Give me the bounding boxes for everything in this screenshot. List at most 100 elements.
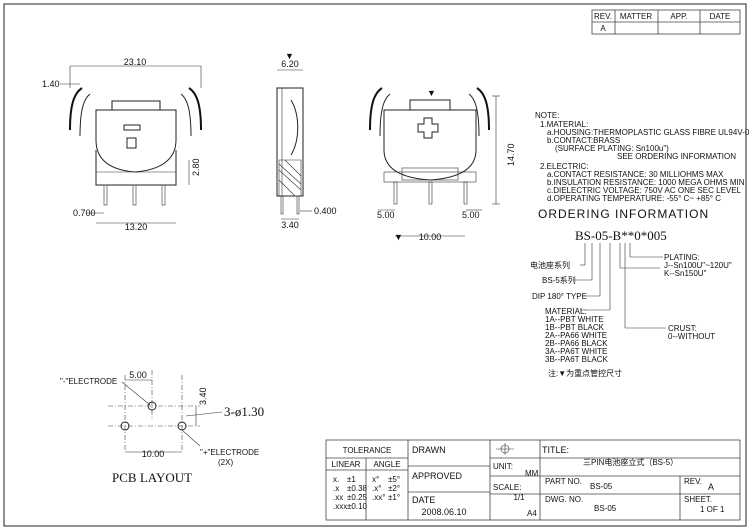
dwg-value: BS-05 <box>594 504 617 513</box>
rev-value: A <box>600 24 606 33</box>
lin-val-0: ±1 <box>347 475 356 484</box>
approved-label: APPROVED <box>412 471 463 481</box>
scale-label: SCALE: <box>493 483 521 492</box>
sheet-value: 1 OF 1 <box>700 505 725 514</box>
material-3a: 3A--PA6T WHITE <box>545 347 607 356</box>
size-value: A4 <box>527 509 537 518</box>
dim-pin-span: 13.20 <box>125 222 148 232</box>
material-2a: 2A--PA66 WHITE <box>545 331 607 340</box>
dim-clip-offset: 1.40 <box>42 79 60 89</box>
tolerance-label: TOLERANCE <box>343 446 392 455</box>
ordering-info: ORDERING INFORMATION BS-05-B**0*005 电池座系… <box>530 207 732 378</box>
ang-key-0: x° <box>372 475 379 484</box>
unit-label: UNIT: <box>493 462 513 471</box>
lin-val-1: ±0.38 <box>347 484 368 493</box>
dim-pin-pitch-right: 5.00 <box>462 210 480 220</box>
rev-value-block: A <box>708 482 714 492</box>
scale-value: 1/1 <box>513 493 525 502</box>
revision-table: REV. MATTER APP. DATE A <box>591 9 741 35</box>
note-line-2: a.HOUSING:THERMOPLASTIC GLASS FIBRE UL94… <box>547 128 750 137</box>
unit-value: MM <box>525 469 539 478</box>
material-1a: 1A--PBT WHITE <box>545 315 604 324</box>
crust-header: CRUST: <box>668 324 697 333</box>
lin-key-3: .xxx <box>333 502 347 511</box>
date-label: DATE <box>412 495 435 505</box>
dim-width-overall: 23.10 <box>124 57 147 67</box>
front-view: 23.10 1.40 2.80 0.700 13.20 <box>42 57 202 232</box>
sheet-border <box>3 3 747 527</box>
dim-side-pin: 0.400 <box>314 206 337 216</box>
neg-electrode-label: "-"ELECTRODE <box>60 377 117 386</box>
series-cn-label: 电池座系列 <box>530 260 570 270</box>
dip-label: DIP 180° TYPE <box>532 292 587 301</box>
rev-label: REV. <box>684 477 702 486</box>
series-label: BS-5系列 <box>542 275 576 285</box>
ang-val-1: ±2° <box>388 484 400 493</box>
material-1b: 1B--PBT BLACK <box>545 323 605 332</box>
note-line-1: 1.MATERIAL: <box>540 120 588 129</box>
dwg-label: DWG. NO. <box>545 495 583 504</box>
back-view: ▼ 14.70 5.00 5.00 10.00 ▼ <box>369 87 516 242</box>
key-dim-marker-back: ▼ <box>427 88 436 98</box>
material-header: MATERIAL: <box>545 307 587 316</box>
side-view: 6.20 ▼ 0.400 3.40 <box>276 51 337 230</box>
pos-electrode-hole-1 <box>120 421 130 431</box>
dim-pin-span-total: 10.00 <box>419 232 442 242</box>
ang-val-0: ±5° <box>388 475 400 484</box>
note-line-6: 2.ELECTRIC: <box>540 162 588 171</box>
matter-header: MATTER <box>620 12 653 21</box>
dim-height-side: 2.80 <box>191 158 201 176</box>
pcb-layout-title: PCB LAYOUT <box>112 470 192 485</box>
dim-pin-width: 0.700 <box>73 208 96 218</box>
linear-label: LINEAR <box>332 460 361 469</box>
lin-key-1: .x <box>333 484 339 493</box>
ang-val-2: ±1° <box>388 493 400 502</box>
dim-pin-pitch-left: 5.00 <box>377 210 395 220</box>
pcb-layout: "-"ELECTRODE 5.00 3.40 3-ø1.30 10.00 "+"… <box>60 370 264 485</box>
lin-val-2: ±0.25 <box>347 493 368 502</box>
plating-k: K--Sn150U" <box>664 269 707 278</box>
neg-electrode-hole <box>147 401 157 411</box>
note-line-8: b.INSULATION RESISTANCE: 1000 MEGA OHMS … <box>547 178 745 187</box>
key-dim-marker-side: ▼ <box>285 51 294 61</box>
notes-block: NOTE: 1.MATERIAL: a.HOUSING:THERMOPLASTI… <box>535 111 750 203</box>
note-line-4: (SURFACE PLATING: Sn100u") <box>555 144 669 153</box>
angle-label: ANGLE <box>373 460 400 469</box>
drawn-label: DRAWN <box>412 445 446 455</box>
notes-header: NOTE: <box>535 111 559 120</box>
lin-key-2: .xx <box>333 493 343 502</box>
sheet-label: SHEET. <box>684 495 712 504</box>
part-label: PART NO. <box>545 477 582 486</box>
lin-val-3: ±0.10 <box>347 502 368 511</box>
title-block: TOLERANCE LINEAR ANGLE x. ±1 .x ±0.38 .x… <box>325 439 741 521</box>
pcb-dim-x: 5.00 <box>129 370 147 380</box>
title-value: 三PIN电池座立式（BS-5） <box>583 457 678 467</box>
key-dim-marker-pitch: ▼ <box>394 232 403 242</box>
note-line-10: d.OPERATING TEMPERATURE: -55° C~ +85° C <box>547 194 721 203</box>
ordering-code: BS-05-B**0*005 <box>575 228 667 243</box>
pcb-dim-span: 10.00 <box>142 449 165 459</box>
note-line-3: b.CONTACT:BRASS <box>547 136 620 145</box>
app-header: APP. <box>670 12 687 21</box>
crust-0: 0--WITHOUT <box>668 332 715 341</box>
material-2b: 2B--PA66 BLACK <box>545 339 608 348</box>
material-3b: 3B--PA6T BLACK <box>545 355 609 364</box>
note-line-5: SEE ORDERING INFORMATION <box>617 152 736 161</box>
ang-key-1: .x° <box>372 484 381 493</box>
lin-key-0: x. <box>333 475 339 484</box>
rev-header: REV. <box>594 12 612 21</box>
ang-key-2: .xx° <box>372 493 385 502</box>
plating-header: PLATING: <box>664 253 700 262</box>
pos-electrode-qty: (2X) <box>218 458 233 467</box>
dim-height-total: 14.70 <box>506 143 516 166</box>
pcb-dim-y: 3.40 <box>198 387 208 405</box>
note-line-9: c.DIELECTRIC VOLTAGE: 750V AC ONE SEC LE… <box>547 186 742 195</box>
ordering-title: ORDERING INFORMATION <box>538 207 709 221</box>
part-value: BS-05 <box>590 482 613 491</box>
date-value: 2008.06.10 <box>421 507 466 517</box>
dim-side-width: 6.20 <box>281 59 299 69</box>
title-label: TITLE: <box>542 445 569 455</box>
footnote: 注:▼为重点管控尺寸 <box>548 368 622 378</box>
pcb-hole-spec: 3-ø1.30 <box>224 404 264 419</box>
